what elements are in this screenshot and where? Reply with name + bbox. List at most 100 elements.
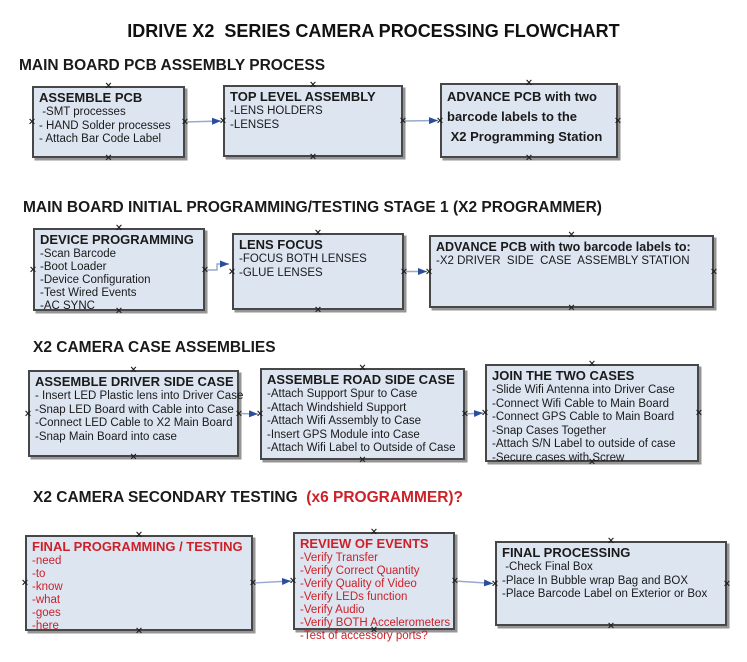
connection-point-icon: × [256, 408, 264, 420]
section-heading: X2 CAMERA CASE ASSEMBLIES [33, 339, 276, 357]
box-item: -here [32, 620, 59, 632]
connection-point-icon: × [129, 364, 138, 376]
flow-box-final-programming-testing: FINAL PROGRAMMING / TESTING-need-to-know… [25, 535, 253, 632]
section-heading: MAIN BOARD INITIAL PROGRAMMING/TESTING S… [23, 199, 602, 217]
box-item: -GLUE LENSES [239, 266, 323, 279]
connection-point-icon: × [491, 577, 499, 589]
box-item: -Attach Support Spur to Case [267, 388, 418, 400]
connection-point-icon: × [370, 526, 378, 538]
connection-point-icon: × [481, 407, 489, 419]
box-item: -Slide Wifi Antenna into Driver Case [492, 384, 675, 396]
section-heading-text: (x6 PROGRAMMER)? [306, 489, 464, 506]
box-item: -what [32, 594, 61, 606]
box-title: FINAL PROCESSING [502, 545, 631, 560]
connection-point-icon: × [309, 79, 317, 91]
connection-point-icon: × [370, 624, 378, 636]
box-item: -Secure cases with Screw [492, 451, 625, 464]
box-item: -Insert GPS Module into Case [267, 428, 420, 441]
connection-point-icon: × [104, 152, 113, 164]
flow-box-advance-pcb-to-driver-side-station: ADVANCE PCB with two barcode labels to:-… [429, 235, 714, 308]
connection-point-icon: × [399, 115, 407, 127]
connection-point-icon: × [436, 114, 444, 126]
box-title: LENS FOCUS [239, 237, 323, 252]
section-heading: X2 CAMERA SECONDARY TESTING (x6 PROGRAMM… [33, 489, 463, 507]
box-item: -Scan Barcode [40, 248, 117, 260]
connection-point-icon: × [228, 265, 236, 277]
connection-point-icon: × [567, 229, 576, 241]
connection-point-icon: × [135, 529, 143, 541]
box-item: -LENSES [230, 118, 280, 131]
box-item: -Check Final Box [502, 561, 593, 573]
box-title: DEVICE PROGRAMMING [40, 232, 194, 247]
connection-point-icon: × [135, 625, 143, 637]
connection-point-icon: × [710, 265, 718, 277]
box-title: FINAL PROGRAMMING / TESTING [32, 539, 243, 554]
box-title: TOP LEVEL ASSEMBLY [230, 89, 376, 104]
connection-point-icon: × [358, 454, 367, 466]
box-item: -Device Configuration [40, 274, 151, 286]
section-heading-text: X2 CAMERA CASE ASSEMBLIES [33, 339, 276, 356]
flow-box-review-of-events: REVIEW OF EVENTS-Verify Transfer -Verify … [293, 532, 455, 642]
box-title-line: ADVANCE PCB with two [447, 89, 597, 104]
connection-point-icon: × [129, 451, 138, 463]
connection-point-icon: × [723, 577, 731, 589]
connection-point-icon: × [314, 227, 322, 239]
box-item: -LENS HOLDERS [230, 105, 323, 117]
connection-point-icon: × [29, 263, 37, 275]
connection-point-icon: × [425, 265, 433, 277]
flow-box-assemble-road-side-case: ASSEMBLE ROAD SIDE CASE-Attach Support S… [260, 368, 465, 460]
connection-point-icon: × [567, 302, 576, 314]
connection-point-icon: × [289, 575, 297, 587]
flow-box-final-processing: FINAL PROCESSING -Check Final Box -Place … [495, 541, 727, 626]
box-item: -Attach Wifi Assembly to Case [267, 415, 422, 427]
box-item: -Verify LEDs function [300, 591, 408, 603]
box-item: -Test of accessory ports? [300, 630, 428, 642]
box-title: REVIEW OF EVENTS [300, 536, 429, 551]
flow-box-assemble-pcb: ASSEMBLE PCB -SMT processes- HAND Solder… [32, 86, 185, 158]
connector-arrow [454, 579, 494, 587]
box-item: -Snap Cases Together [492, 424, 607, 437]
connection-point-icon: × [525, 77, 533, 89]
box-title: ADVANCE PCB with two barcode labels to: [436, 240, 691, 254]
connection-point-icon: × [451, 575, 459, 587]
connection-point-icon: × [588, 358, 596, 370]
connection-point-icon: × [21, 577, 29, 589]
box-item: -Place Barcode Label on Exterior or Box [502, 588, 708, 600]
connection-point-icon: × [219, 115, 227, 127]
box-item: -know [32, 581, 63, 593]
flow-box-top-level-assembly: TOP LEVEL ASSEMBLY-LENS HOLDERS-LENSES [223, 85, 403, 157]
connection-point-icon: × [588, 456, 596, 468]
section-heading-text: X2 CAMERA SECONDARY TESTING [33, 489, 307, 506]
connection-point-icon: × [607, 620, 615, 632]
connection-point-icon: × [607, 535, 615, 547]
connection-point-icon: × [614, 114, 622, 126]
connection-point-icon: × [115, 222, 123, 234]
connector-arrow [402, 117, 439, 125]
box-title: JOIN THE TWO CASES [492, 368, 635, 383]
connection-point-icon: × [28, 116, 36, 128]
box-item: -Connect Wifi Cable to Main Board [492, 397, 670, 410]
box-item: -X2 DRIVER SIDE CASE ASSEMBLY STATION [436, 255, 690, 267]
connection-point-icon: × [181, 116, 189, 128]
box-item: -need [32, 555, 62, 567]
connection-point-icon: × [461, 408, 469, 420]
connector-arrow [252, 577, 292, 585]
flow-box-device-programming: DEVICE PROGRAMMING-Scan Barcode-Boot Loa… [33, 228, 205, 312]
connection-point-icon: × [400, 265, 408, 277]
connection-point-icon: × [695, 407, 703, 419]
box-title: ASSEMBLE PCB [39, 90, 143, 105]
section-heading-text: MAIN BOARD PCB ASSEMBLY PROCESS [19, 57, 326, 74]
box-item: -Verify Transfer [300, 552, 378, 564]
box-item: -AC SYNC [40, 300, 95, 312]
box-item: -Connect LED Cable to X2 Main Board [35, 417, 233, 429]
page-title: IDRIVE X2 SERIES CAMERA PROCESSING FLOWC… [127, 21, 620, 41]
connection-point-icon: × [115, 305, 123, 317]
box-item: -FOCUS BOTH LENSES [239, 253, 367, 265]
connection-point-icon: × [358, 362, 367, 374]
box-title-line: X2 Programming Station [447, 129, 603, 144]
section-heading-text: MAIN BOARD INITIAL PROGRAMMING/TESTING S… [23, 199, 602, 216]
connection-point-icon: × [249, 577, 257, 589]
box-item: -to [32, 568, 46, 580]
connection-point-icon: × [104, 80, 113, 92]
